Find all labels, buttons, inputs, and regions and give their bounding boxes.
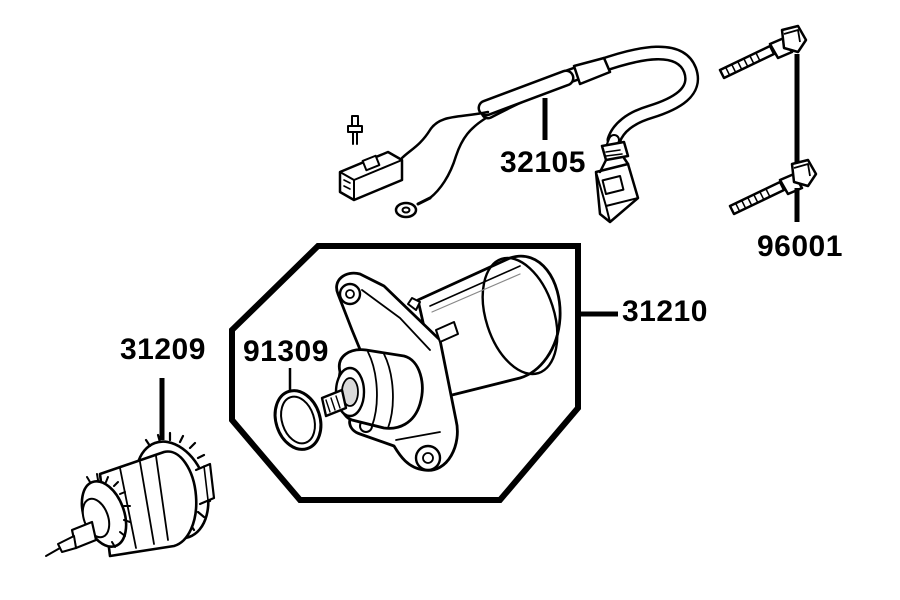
starter-drive-31209 <box>45 431 216 558</box>
label-96001: 96001 <box>757 230 843 263</box>
bolt-lower <box>728 158 818 216</box>
wiring-harness-32105 <box>338 45 700 224</box>
octagon-frame-31210 <box>229 243 581 503</box>
bolt-upper <box>718 24 808 80</box>
label-32105: 32105 <box>500 146 586 179</box>
label-31209: 31209 <box>120 333 206 366</box>
label-91309: 91309 <box>243 335 329 368</box>
o-ring-91309 <box>273 389 323 451</box>
starter-motor-31210 <box>320 254 562 472</box>
bolts-96001 <box>718 24 818 216</box>
label-31210: 31210 <box>622 295 708 328</box>
